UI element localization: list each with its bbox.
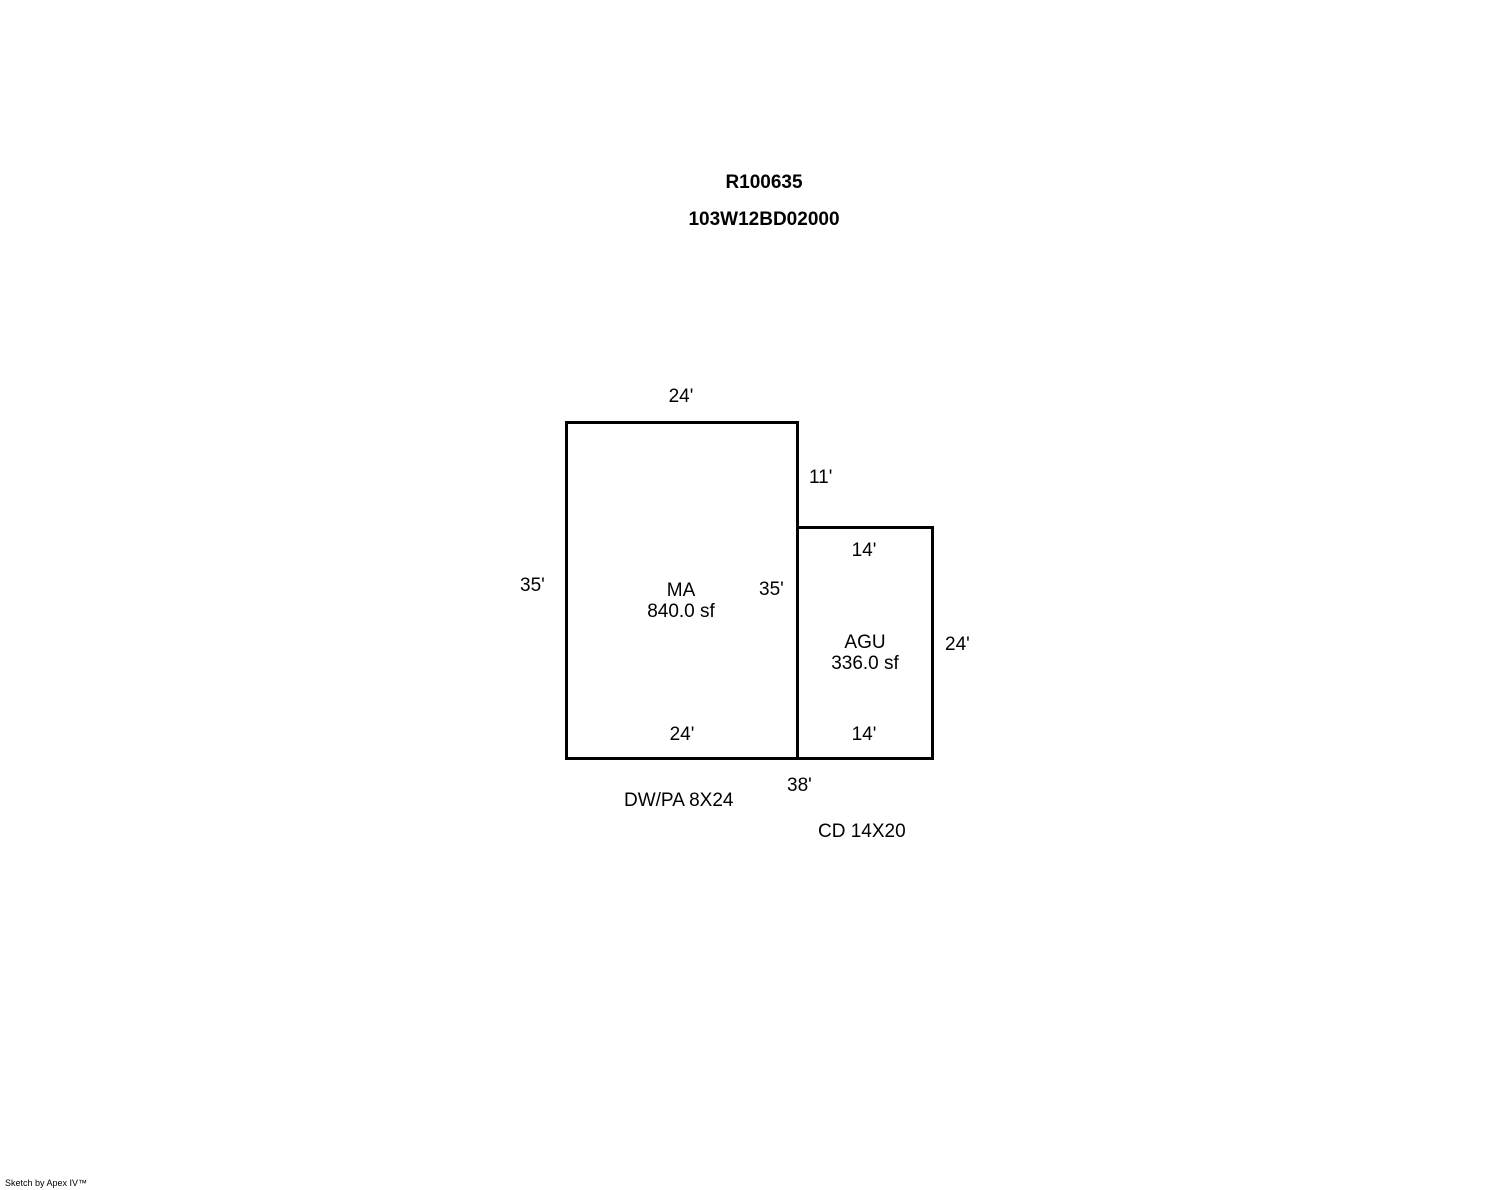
- map-number: 103W12BD02000: [688, 209, 840, 230]
- main-area-left-dimension: 35': [520, 575, 545, 596]
- total-width-dimension: 38': [787, 775, 812, 796]
- driveway-patio-note: DW/PA 8X24: [624, 790, 734, 811]
- garage-outline: [796, 526, 934, 760]
- garage-label: AGU 336.0 sf: [831, 632, 899, 674]
- garage-bottom-dimension: 14': [851, 724, 877, 745]
- garage-right-dimension: 24': [945, 634, 970, 655]
- offset-dimension: 11': [809, 467, 833, 488]
- main-area-right-dimension: 35': [759, 579, 784, 600]
- garage-name: AGU: [844, 632, 886, 653]
- covered-deck-note: CD 14X20: [818, 821, 906, 842]
- main-area-size: 840.0 sf: [647, 601, 715, 622]
- garage-top-dimension: 14': [851, 540, 877, 561]
- main-area-name: MA: [666, 580, 696, 601]
- main-area-top-dimension: 24': [668, 386, 694, 407]
- sketch-credit: Sketch by Apex IV™: [5, 1178, 88, 1188]
- parcel-id: R100635: [725, 172, 803, 193]
- garage-size: 336.0 sf: [831, 653, 899, 674]
- main-area-bottom-dimension: 24': [669, 724, 695, 745]
- main-area-label: MA 840.0 sf: [647, 580, 715, 622]
